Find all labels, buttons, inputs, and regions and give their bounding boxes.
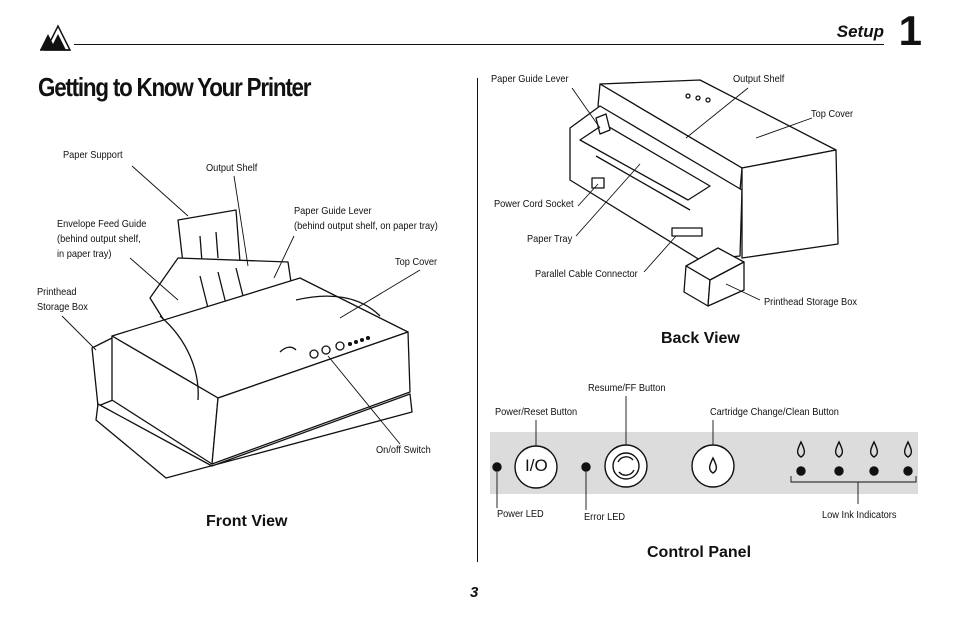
caption-front-view: Front View <box>206 513 288 530</box>
page-number: 3 <box>470 584 479 601</box>
column-divider <box>477 78 478 562</box>
caption-back-view: Back View <box>661 330 740 347</box>
label-top-cover-back: Top Cover <box>811 108 854 120</box>
label-printhead-box-front-line1: Printhead <box>37 286 77 298</box>
label-paper-tray: Paper Tray <box>527 233 573 245</box>
label-paper-support: Paper Support <box>63 149 123 161</box>
front-view-leader-lines <box>61 165 421 445</box>
label-printhead-box-back: Printhead Storage Box <box>764 296 857 308</box>
label-power-cord-socket: Power Cord Socket <box>494 198 574 210</box>
caption-control-panel: Control Panel <box>647 544 752 561</box>
page-title: Getting to Know Your Printer <box>38 72 312 102</box>
label-output-shelf-front: Output Shelf <box>206 162 258 174</box>
label-paper-guide-lever-front-line2: (behind output shelf, on paper tray) <box>294 220 438 232</box>
label-cartridge-change-button: Cartridge Change/Clean Button <box>710 406 839 418</box>
label-top-cover-front: Top Cover <box>395 256 438 268</box>
label-power-reset-button: Power/Reset Button <box>495 406 578 418</box>
back-view-leader-lines <box>571 87 813 301</box>
label-power-led: Power LED <box>497 508 544 520</box>
header-rule <box>74 44 884 45</box>
label-paper-guide-lever-back: Paper Guide Lever <box>491 73 569 85</box>
label-error-led: Error LED <box>584 511 626 523</box>
chapter-number: 1 <box>898 7 922 54</box>
control-panel-leader-lines <box>496 396 917 510</box>
label-onoff-switch: On/off Switch <box>376 444 431 456</box>
front-view-printer-illustration <box>91 209 413 479</box>
label-envelope-feed-line3: in paper tray) <box>57 248 112 260</box>
label-envelope-feed-line1: Envelope Feed Guide <box>57 218 147 230</box>
label-low-ink-indicators: Low Ink Indicators <box>822 509 897 521</box>
label-parallel-cable-connector: Parallel Cable Connector <box>535 268 638 280</box>
control-panel-illustration <box>492 440 913 489</box>
label-printhead-box-front-line2: Storage Box <box>37 301 88 313</box>
brand-logo-icon <box>40 24 72 51</box>
section-name: Setup <box>836 22 884 41</box>
power-symbol-icon: I/O <box>525 456 548 475</box>
back-view-printer-illustration <box>569 79 839 307</box>
label-resume-ff-button: Resume/FF Button <box>588 382 666 394</box>
label-output-shelf-back: Output Shelf <box>733 73 785 85</box>
label-envelope-feed-line2: (behind output shelf, <box>57 233 141 245</box>
label-paper-guide-lever-front-line1: Paper Guide Lever <box>294 205 372 217</box>
